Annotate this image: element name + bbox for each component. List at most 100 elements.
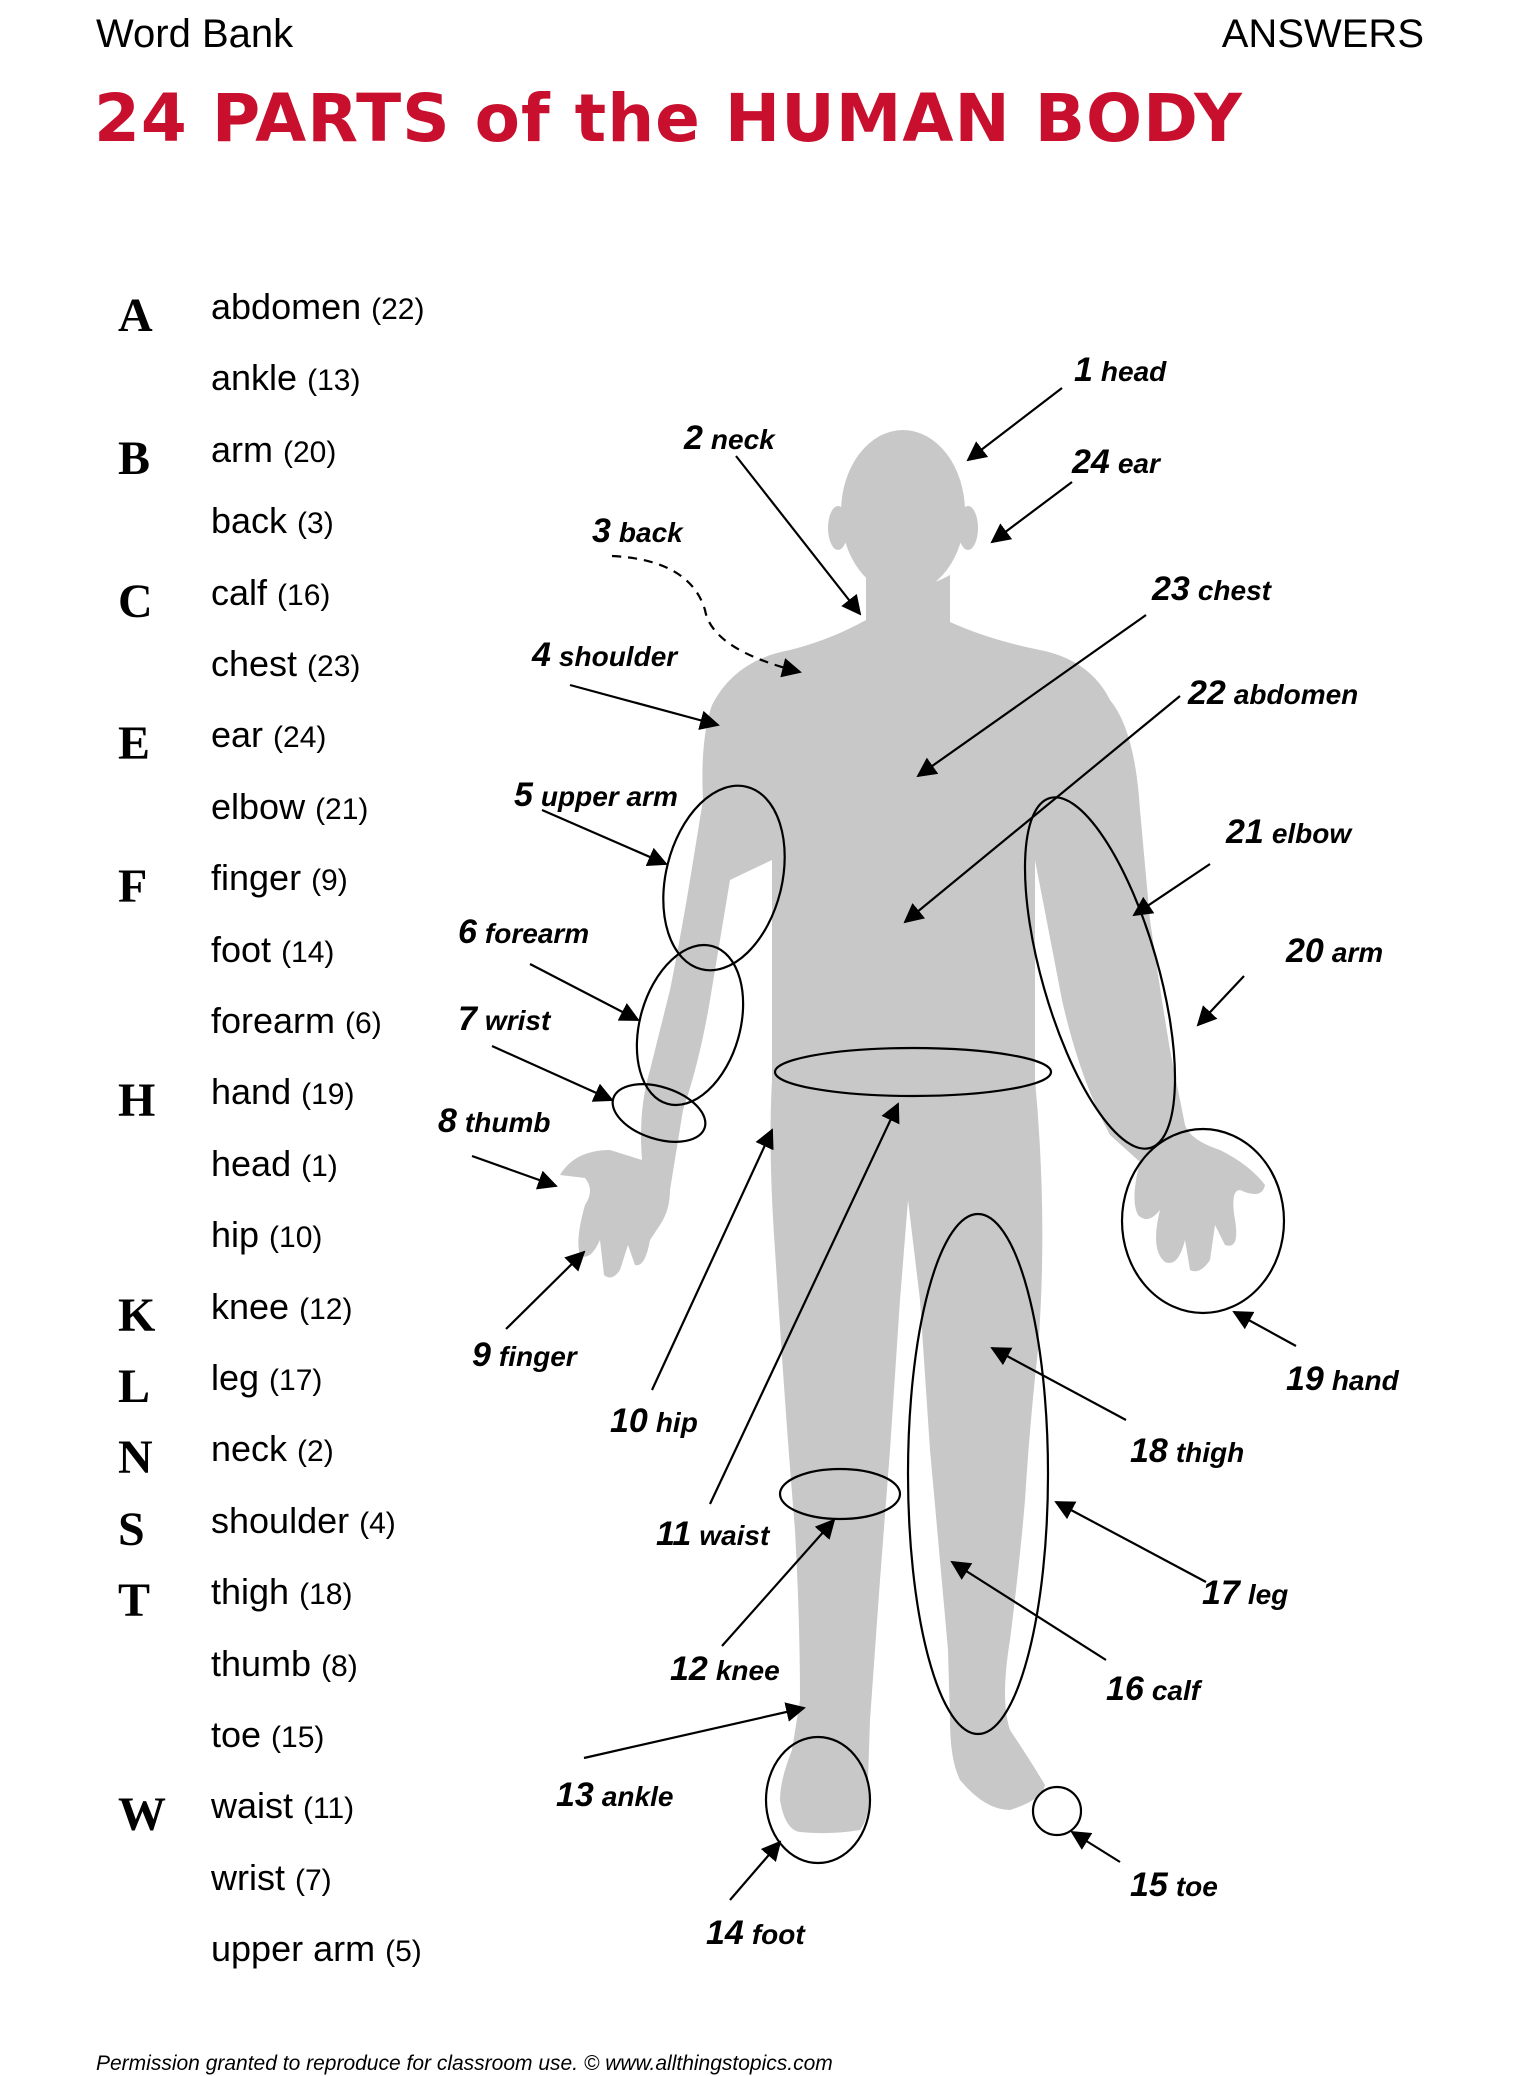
toe-ellipse xyxy=(1031,1785,1083,1837)
word-bank-word: arm xyxy=(211,428,283,470)
label-name: arm xyxy=(1332,937,1383,968)
label-number: 11 xyxy=(656,1515,691,1553)
label-number: 15 xyxy=(1130,1866,1169,1904)
word-bank-word: knee xyxy=(211,1285,300,1327)
word-bank-number: (14) xyxy=(281,935,335,969)
word-bank-number: (6) xyxy=(345,1007,382,1040)
foot-ellipse xyxy=(764,1735,872,1865)
knee-ellipse xyxy=(778,1467,902,1521)
word-bank-word: forearm xyxy=(211,1000,346,1041)
index-letter: K xyxy=(118,1288,156,1342)
word-bank-entry: shoulder (4) xyxy=(211,1500,396,1542)
label-name: leg xyxy=(1248,1579,1288,1610)
index-letter: H xyxy=(118,1074,156,1128)
label-number: 18 xyxy=(1130,1432,1168,1470)
label-number: 8 xyxy=(438,1102,457,1140)
pointer-arrows xyxy=(471,387,1297,1901)
word-bank-word: shoulder xyxy=(211,1499,360,1541)
word-bank-word: neck xyxy=(211,1428,298,1470)
label-name: abdomen xyxy=(1234,679,1358,710)
word-bank-number: (1) xyxy=(301,1149,338,1183)
label-name: chest xyxy=(1198,575,1273,606)
word-bank-number: (5) xyxy=(385,1935,422,1969)
word-bank-number: (3) xyxy=(297,507,334,541)
word-bank-entry: finger (9) xyxy=(211,857,348,899)
index-letter: A xyxy=(118,289,153,342)
word-bank-word: hand xyxy=(211,1071,302,1113)
index-letter: W xyxy=(118,1788,166,1842)
word-bank-number: (4) xyxy=(359,1506,396,1540)
label-name: back xyxy=(619,517,684,548)
silhouette-head xyxy=(841,430,965,594)
word-bank-number: (15) xyxy=(271,1721,325,1754)
word-bank-word: ear xyxy=(211,714,274,756)
label-number: 5 xyxy=(514,776,534,814)
word-bank-entry: knee (12) xyxy=(211,1286,352,1328)
label-number: 23 xyxy=(1151,570,1190,608)
word-bank-number: (8) xyxy=(321,1649,358,1683)
label-name: toe xyxy=(1176,1871,1218,1902)
label-number: 17 xyxy=(1202,1574,1242,1612)
word-bank-number: (16) xyxy=(277,578,331,612)
label-name: wrist xyxy=(485,1005,552,1036)
index-letter: C xyxy=(118,574,153,628)
word-bank-entry: thumb (8) xyxy=(211,1643,358,1685)
word-bank-word: foot xyxy=(211,928,282,970)
label-name: thigh xyxy=(1176,1437,1244,1468)
word-bank-word: wrist xyxy=(211,1856,295,1898)
label-arm: 20 arm xyxy=(1285,932,1383,970)
word-bank-word: back xyxy=(211,500,298,542)
word-bank-number: (13) xyxy=(307,364,361,398)
label-name: shoulder xyxy=(559,641,679,672)
footer-permission: Permission granted to reproduce for clas… xyxy=(96,2052,833,2075)
word-bank-word: waist xyxy=(211,1785,304,1827)
label-back: 3 back xyxy=(592,512,684,550)
word-bank-entry: abdomen (22) xyxy=(211,286,424,328)
word-bank-entry: thigh (18) xyxy=(211,1571,352,1613)
word-bank-number: (18) xyxy=(299,1578,353,1612)
label-number: 9 xyxy=(472,1336,491,1374)
word-bank-word: upper arm xyxy=(211,1928,386,1970)
hand-ellipse xyxy=(1120,1127,1286,1315)
waist-ellipse xyxy=(773,1046,1053,1098)
word-bank-word: leg xyxy=(211,1357,270,1398)
header-word-bank: Word Bank xyxy=(96,12,294,56)
word-bank-word: thumb xyxy=(211,1642,322,1684)
label-number: 6 xyxy=(458,913,478,951)
label-name: hand xyxy=(1332,1365,1400,1396)
label-thumb: 8 thumb xyxy=(438,1102,550,1140)
word-bank-number: (17) xyxy=(269,1364,323,1397)
word-bank-number: (12) xyxy=(299,1292,353,1326)
label-name: thumb xyxy=(465,1107,551,1138)
word-bank-entry: foot (14) xyxy=(211,929,334,971)
silhouette-torso xyxy=(560,575,1265,1834)
word-bank-entry: calf (16) xyxy=(211,572,330,614)
index-letter: B xyxy=(118,431,151,485)
forearm-ellipse xyxy=(635,943,745,1107)
label-number: 3 xyxy=(592,512,611,550)
label-number: 14 xyxy=(706,1914,744,1952)
word-bank-word: thigh xyxy=(211,1571,300,1613)
word-bank-entry: back (3) xyxy=(211,500,334,542)
word-bank-entry: arm (20) xyxy=(211,429,336,471)
word-bank-entry: ankle (13) xyxy=(211,357,360,399)
label-name: knee xyxy=(716,1655,780,1686)
word-bank-entry: hip (10) xyxy=(211,1214,322,1256)
word-bank-entry: hand (19) xyxy=(211,1071,354,1113)
label-name: waist xyxy=(699,1520,771,1551)
word-bank-number: (24) xyxy=(273,721,327,755)
label-name: forearm xyxy=(485,918,589,949)
word-bank-number: (9) xyxy=(311,864,348,898)
label-number: 20 xyxy=(1285,932,1324,970)
